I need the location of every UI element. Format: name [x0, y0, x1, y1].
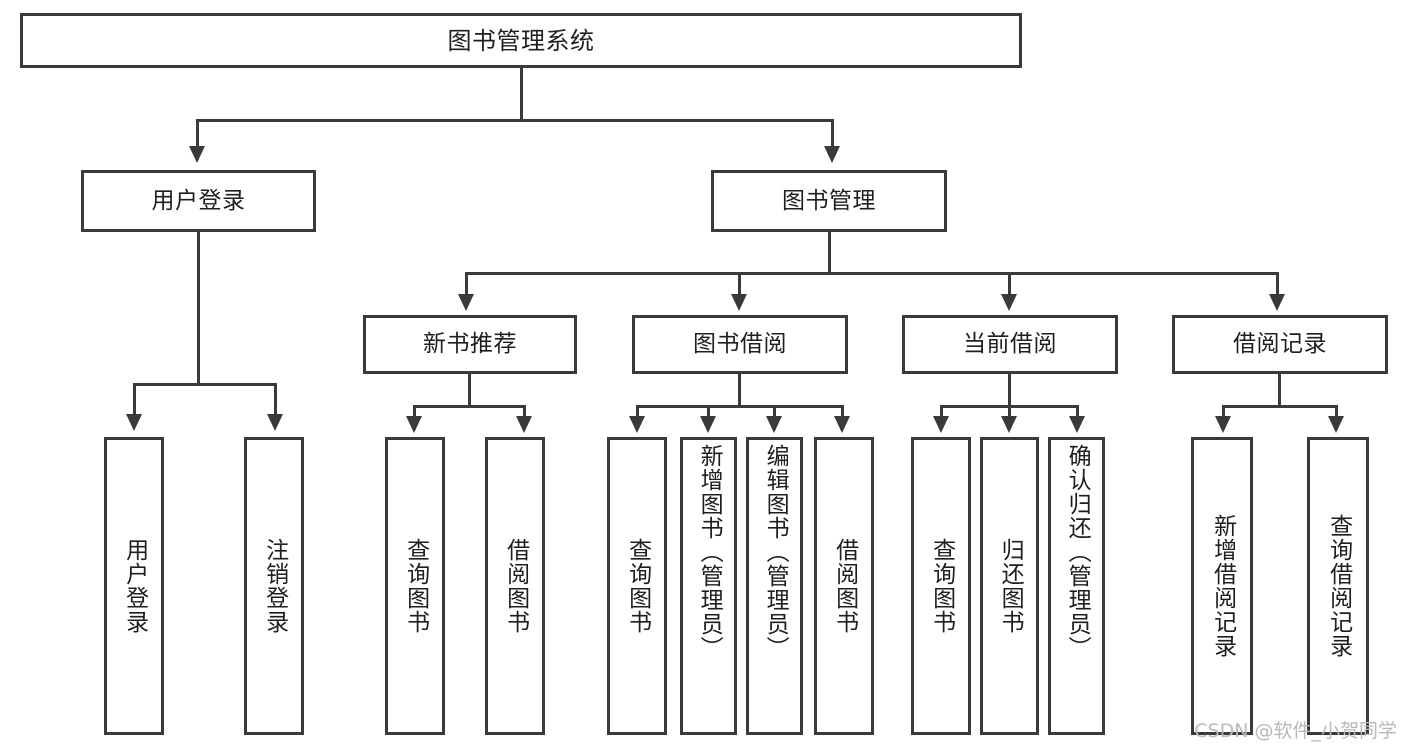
connector-drop-nb-leaf-1 [413, 405, 416, 419]
connector-book-borrow-bus [636, 405, 844, 408]
connector-user-login-stem [197, 232, 200, 386]
arrowhead-leaf-user-login [126, 414, 142, 431]
arrowhead-cb-leaf-2 [1001, 416, 1017, 433]
connector-borrow-record-stem [1278, 374, 1281, 408]
arrowhead-bb-leaf-3 [766, 416, 782, 433]
connector-drop-leaf-user-login [133, 383, 136, 417]
csdn-watermark: CSDN @软件_小贺同学 [1194, 720, 1397, 742]
connector-drop-new-book [465, 272, 468, 298]
node-label: 查询图书 [624, 538, 651, 634]
arrowhead-leaf-logout [267, 414, 283, 431]
connector-new-book-stem [468, 374, 471, 408]
node-label: 归还图书 [997, 538, 1024, 634]
node-user-login[interactable]: 用户登录 [81, 170, 316, 232]
arrowhead-nb-leaf-1 [406, 416, 422, 433]
connector-book-borrow-stem [738, 374, 741, 408]
arrowhead-br-leaf-2 [1328, 416, 1344, 433]
connector-drop-nb-leaf-2 [523, 405, 526, 419]
node-label: 借阅图书 [502, 538, 529, 634]
node-book-borrow[interactable]: 图书借阅 [632, 315, 848, 374]
leaf-add-book-admin[interactable]: 新增图书（管理员） [680, 437, 737, 735]
leaf-user-login[interactable]: 用户登录 [104, 437, 164, 735]
connector-book-manage-stem [828, 232, 831, 274]
node-label: 用户登录 [121, 538, 148, 634]
node-label: 用户登录 [151, 187, 246, 214]
node-label: 编辑图书（管理员） [762, 444, 789, 660]
node-label: 新增借阅记录 [1209, 514, 1236, 658]
node-label: 新增图书（管理员） [696, 444, 723, 660]
node-label: 借阅记录 [1233, 331, 1327, 358]
connector-drop-current-borrow [1008, 272, 1011, 298]
arrowhead-user-login [189, 146, 205, 163]
node-label: 当前借阅 [963, 331, 1057, 358]
connector-drop-user-login [196, 119, 199, 150]
connector-drop-bb-leaf-2 [707, 405, 710, 419]
node-book-manage[interactable]: 图书管理 [711, 170, 947, 232]
arrowhead-new-book [458, 294, 474, 311]
node-label: 注销登录 [261, 538, 288, 634]
connector-drop-bb-leaf-3 [773, 405, 776, 419]
arrowhead-cb-leaf-1 [933, 416, 949, 433]
leaf-logout-login[interactable]: 注销登录 [244, 437, 304, 735]
connector-drop-cb-leaf-2 [1008, 405, 1011, 419]
node-current-borrow[interactable]: 当前借阅 [902, 315, 1118, 374]
connector-level3-bus [465, 272, 1279, 275]
node-label: 查询图书 [402, 538, 429, 634]
arrowhead-cb-leaf-3 [1069, 416, 1085, 433]
leaf-confirm-return-admin[interactable]: 确认归还（管理员） [1048, 437, 1105, 735]
leaf-return-book[interactable]: 归还图书 [980, 437, 1039, 735]
leaf-query-borrow-record[interactable]: 查询借阅记录 [1307, 437, 1369, 735]
connector-drop-bb-leaf-4 [841, 405, 844, 419]
node-label: 确认归还（管理员） [1064, 444, 1091, 660]
leaf-edit-book-admin[interactable]: 编辑图书（管理员） [746, 437, 803, 735]
arrowhead-current-borrow [1001, 294, 1017, 311]
leaf-borrow-book-1[interactable]: 借阅图书 [485, 437, 545, 735]
connector-drop-cb-leaf-3 [1076, 405, 1079, 419]
node-label: 借阅图书 [831, 538, 858, 634]
node-label: 图书管理系统 [447, 26, 595, 55]
connector-current-borrow-stem [1008, 374, 1011, 408]
connector-drop-leaf-logout [274, 383, 277, 417]
leaf-query-book-1[interactable]: 查询图书 [385, 437, 445, 735]
arrowhead-nb-leaf-2 [516, 416, 532, 433]
node-borrow-record[interactable]: 借阅记录 [1172, 315, 1388, 374]
connector-user-login-bus [133, 383, 277, 386]
leaf-borrow-book-2[interactable]: 借阅图书 [814, 437, 874, 735]
arrowhead-book-manage [824, 146, 840, 163]
connector-level2-bus [196, 119, 834, 122]
leaf-add-borrow-record[interactable]: 新增借阅记录 [1191, 437, 1253, 735]
node-label: 图书借阅 [693, 331, 787, 358]
arrowhead-borrow-record [1269, 294, 1285, 311]
leaf-query-book-2[interactable]: 查询图书 [607, 437, 667, 735]
arrowhead-bb-leaf-1 [629, 416, 645, 433]
node-label: 图书管理 [782, 187, 876, 214]
arrowhead-br-leaf-1 [1215, 416, 1231, 433]
connector-drop-cb-leaf-1 [940, 405, 943, 419]
connector-root-stem [520, 68, 523, 120]
node-new-book-recommend[interactable]: 新书推荐 [363, 315, 577, 374]
leaf-query-book-3[interactable]: 查询图书 [911, 437, 971, 735]
connector-drop-book-borrow [738, 272, 741, 298]
arrowhead-bb-leaf-2 [700, 416, 716, 433]
arrowhead-bb-leaf-4 [834, 416, 850, 433]
connector-drop-book-manage [831, 119, 834, 150]
node-label: 查询借阅记录 [1325, 514, 1352, 658]
node-label: 查询图书 [928, 538, 955, 634]
node-root-system[interactable]: 图书管理系统 [20, 13, 1022, 68]
arrowhead-book-borrow [731, 294, 747, 311]
connector-drop-br-leaf-1 [1222, 405, 1225, 419]
connector-drop-br-leaf-2 [1335, 405, 1338, 419]
node-label: 新书推荐 [423, 331, 517, 358]
connector-drop-borrow-record [1276, 272, 1279, 298]
connector-drop-bb-leaf-1 [636, 405, 639, 419]
connector-borrow-record-bus [1222, 405, 1338, 408]
connector-new-book-bus [413, 405, 526, 408]
